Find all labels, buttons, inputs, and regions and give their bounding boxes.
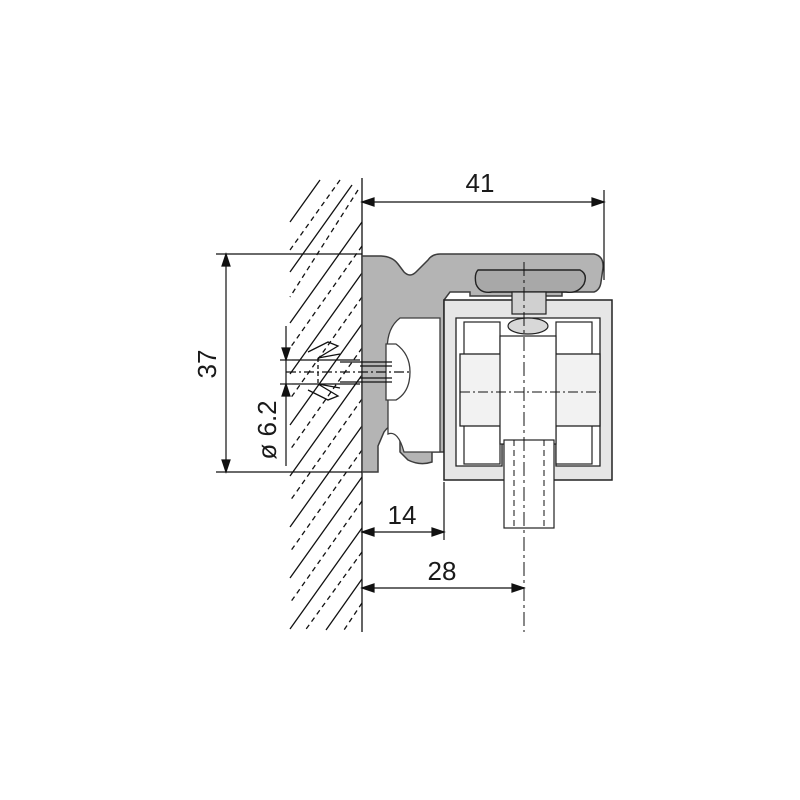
mounting-screw <box>286 361 410 383</box>
dim-label-37: 37 <box>192 350 222 379</box>
wall-section <box>289 178 363 633</box>
knob-head <box>474 269 587 294</box>
dim-label-hole-diameter: ø 6.2 <box>252 400 282 459</box>
screw-nut <box>507 317 549 335</box>
wall-hatch-solid <box>289 179 363 631</box>
knob-stem <box>511 291 547 315</box>
adjust-bolt <box>503 439 555 529</box>
dim-label-14: 14 <box>388 500 417 530</box>
axle-hub <box>499 335 557 445</box>
wall-plug <box>292 341 360 401</box>
dimension-lines <box>216 190 606 593</box>
wall-hatch-dashed <box>289 179 363 633</box>
adjustment-knob <box>474 262 587 632</box>
dim-label-28: 28 <box>428 556 457 586</box>
dim-label-41: 41 <box>466 168 495 198</box>
